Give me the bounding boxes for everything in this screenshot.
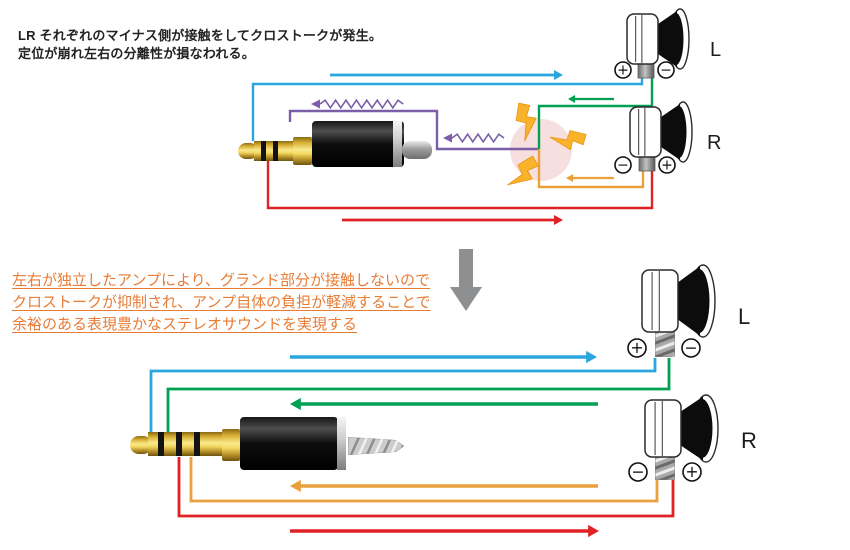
trs-plug-3pole-collar [293, 137, 312, 165]
trs-plug-3pole-insulator-ring-2 [273, 141, 278, 161]
earphone-bottom-right-minus-terminal [628, 462, 648, 482]
trrs-plug-4pole-body [240, 417, 338, 470]
bottom-orange-flow-arrow-head [290, 479, 301, 493]
earphone-bottom-right-body [644, 399, 682, 458]
earphone-bottom-left-horn [678, 266, 700, 336]
bottom-orange-wire [189, 457, 659, 503]
earphone-top-right-minus-terminal [614, 156, 632, 174]
earphone-bottom-left-body [641, 269, 679, 333]
top-caption-line-2: 定位が崩れ左右の分離性が損なわれる。 [18, 46, 255, 61]
crosstalk-noise-zigzag-1-arrowhead [311, 99, 320, 109]
trs-plug-3pole [238, 121, 432, 167]
top-red-wire [266, 152, 654, 210]
earphone-top-left: + − L [614, 8, 721, 79]
top-green-flow-arrow-head [568, 95, 576, 103]
trs-plug-3pole-cable [402, 141, 432, 159]
bottom-green-wire [166, 358, 671, 434]
trs-plug-3pole-insulator-ring-1 [261, 141, 266, 161]
bottom-red-flow-arrow-head [588, 524, 599, 538]
earphone-top-right-minus-terminal-sign: − [617, 157, 629, 173]
earphone-bottom-left-plus-terminal-sign: + [630, 338, 643, 357]
earphone-bottom-right-horn [681, 396, 703, 461]
earphone-bottom-left-channel-label: L [738, 304, 750, 329]
earphone-top-left-plus-terminal-sign: + [617, 62, 629, 78]
earphone-top-left-stem [637, 63, 655, 79]
earphone-top-left-horn [658, 11, 677, 67]
earphone-top-right-body [629, 106, 662, 158]
top-purple-ground-wire [288, 109, 538, 151]
top-red-flow-arrow [342, 214, 563, 226]
earphone-top-left-body [626, 13, 659, 65]
middle-caption: 左右が独立したアンプにより、グランド部分が接触しないので クロストークが抑制され… [12, 270, 431, 336]
crosstalk-noise-zigzag-2-wave [451, 132, 505, 144]
trrs-plug-4pole [130, 417, 404, 470]
top-blue-flow-arrow-head [554, 69, 563, 81]
middle-caption-line-1: 左右が独立したアンプにより、グランド部分が接触しないので [12, 272, 431, 289]
trrs-plug-4pole-insulator-ring-2 [176, 432, 182, 456]
trrs-plug-4pole-end-ring [337, 417, 346, 470]
trrs-plug-4pole-insulator-ring-1 [158, 432, 164, 456]
earphone-top-right-plus-terminal-sign: + [661, 157, 673, 173]
crosstalk-bolt-1 [515, 102, 537, 142]
middle-caption-line-3: 余裕のある表現豊かなステレオサウンドを実現する [12, 316, 358, 333]
top-orange-wire [537, 149, 645, 189]
earphone-top-left-plus-terminal [614, 61, 632, 79]
bottom-red-flow-arrow [290, 524, 599, 538]
earphone-bottom-left-stem [655, 332, 675, 357]
earphone-top-right-horn [661, 104, 680, 160]
top-green-flow-arrow [568, 95, 614, 103]
top-blue-wire [251, 78, 644, 141]
top-green-wire [537, 78, 654, 149]
earphone-top-right-plus-terminal [658, 156, 676, 174]
crosstalk-noise-zigzag-1-wave [319, 98, 404, 110]
crosstalk-bolt-3 [507, 155, 539, 186]
earphone-bottom-left: + − L [627, 264, 750, 358]
earphone-top-right: − + R [614, 101, 721, 174]
earphone-bottom-left-minus-terminal [681, 338, 701, 358]
crosstalk-bolt-2 [549, 130, 587, 151]
earphone-bottom-right-minus-terminal-sign: − [631, 462, 644, 481]
earphone-top-left-minus-terminal [657, 61, 675, 79]
bottom-green-flow-arrow-head [290, 397, 301, 411]
earphone-top-right-channel-label: R [707, 132, 721, 154]
trs-plug-3pole-tip [238, 143, 258, 159]
earphone-bottom-left-minus-terminal-sign: − [684, 338, 697, 357]
trrs-plug-4pole-cable [348, 437, 404, 455]
earphone-bottom-right-channel-label: R [741, 428, 757, 453]
earphone-bottom-right-plus-terminal-sign: + [685, 462, 698, 481]
transition-arrow-down-shaft [459, 249, 473, 287]
crosstalk-noise-zigzag-1 [311, 98, 404, 110]
bottom-green-flow-arrow [290, 397, 598, 411]
top-orange-flow-arrow-head [566, 174, 574, 182]
top-caption: LR それぞれのマイナス側が接触をしてクロストークが発生。 定位が崩れ左右の分離… [18, 27, 382, 63]
trs-plug-3pole-body [312, 121, 404, 167]
bottom-blue-flow-arrow [290, 350, 597, 364]
bottom-blue-wire [149, 358, 657, 436]
trs-plug-3pole-end-ring [393, 121, 402, 167]
earphone-top-left-channel-label: L [710, 39, 721, 61]
top-orange-flow-arrow [566, 174, 614, 182]
transition-arrow-down-head [450, 287, 482, 311]
trrs-plug-4pole-collar [222, 429, 240, 461]
middle-caption-line-2: クロストークが抑制され、アンプ自体の負担が軽減することで [12, 294, 431, 311]
crosstalk-noise-zigzag-2-arrowhead [443, 133, 452, 143]
trrs-plug-4pole-insulator-ring-3 [194, 432, 200, 456]
bottom-blue-flow-arrow-head [586, 350, 597, 364]
bottom-red-wire [177, 457, 675, 518]
earphone-bottom-right: − + R [628, 394, 757, 482]
top-blue-flow-arrow [330, 69, 563, 81]
earphone-bottom-left-plus-terminal [627, 338, 647, 358]
trrs-plug-4pole-tip [130, 436, 152, 454]
bottom-orange-flow-arrow [290, 479, 598, 493]
earphone-bottom-right-plus-terminal [682, 462, 702, 482]
crosstalk-noise-zigzag-2 [443, 132, 505, 144]
top-red-flow-arrow-head [554, 214, 563, 226]
earphone-top-left-minus-terminal-sign: − [660, 62, 672, 78]
top-caption-line-1: LR それぞれのマイナス側が接触をしてクロストークが発生。 [18, 28, 383, 43]
